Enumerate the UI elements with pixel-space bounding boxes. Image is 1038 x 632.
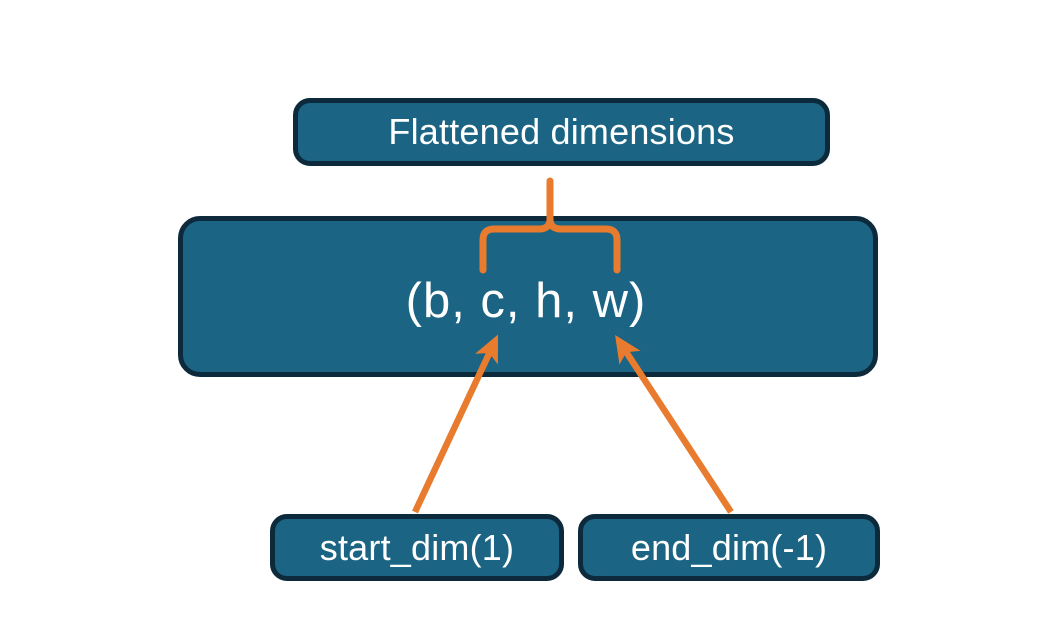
start-dim-box: start_dim(1)	[270, 514, 564, 581]
end-dim-label: end_dim(-1)	[630, 526, 828, 568]
start-dim-label: start_dim(1)	[319, 526, 515, 568]
flattened-dimensions-label: Flattened dimensions	[388, 111, 735, 152]
tensor-shape-label: (b, c, h, w)	[405, 273, 647, 328]
tensor-shape-box: (b, c, h, w)	[178, 216, 878, 377]
end-dim-box: end_dim(-1)	[578, 514, 880, 581]
flattened-dimensions-box: Flattened dimensions	[293, 98, 830, 166]
